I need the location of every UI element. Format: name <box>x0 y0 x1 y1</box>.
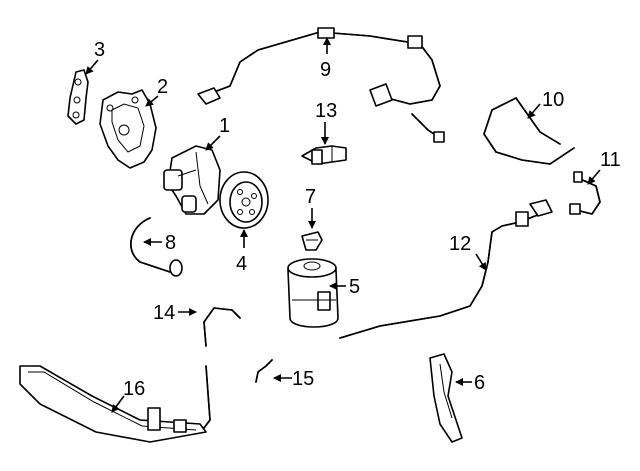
callout-7: 7 <box>305 186 316 229</box>
part-8-hose <box>130 217 183 277</box>
callout-7-label: 7 <box>305 186 316 208</box>
callout-3-label: 3 <box>94 39 105 61</box>
part-5-reservoir <box>287 258 339 328</box>
callout-13: 13 <box>315 100 337 145</box>
part-13-fitting <box>301 145 347 165</box>
callout-6-label: 6 <box>474 372 485 394</box>
callout-4: 4 <box>236 229 248 275</box>
part-12-return-line <box>339 199 553 339</box>
part-11-line <box>569 171 601 215</box>
part-6-bracket <box>429 353 463 443</box>
callout-5-label: 5 <box>349 276 360 298</box>
callout-3: 3 <box>85 39 105 75</box>
callout-15-label: 15 <box>292 368 314 390</box>
part-10-return-hose <box>483 97 575 165</box>
callout-1: 1 <box>205 115 230 151</box>
callout-14-label: 14 <box>153 302 175 324</box>
part-3-gasket <box>67 69 89 125</box>
callout-10-label: 10 <box>542 89 564 111</box>
callout-5: 5 <box>329 276 360 298</box>
callout-12-label: 12 <box>449 233 471 255</box>
callout-11-label: 11 <box>600 149 621 171</box>
callout-4-label: 4 <box>236 253 247 275</box>
callout-13-label: 13 <box>315 100 337 122</box>
callout-15: 15 <box>273 368 314 390</box>
part-15-hose <box>255 359 273 383</box>
part-4-pulley <box>219 171 269 229</box>
part-9-pressure-hose <box>197 27 445 143</box>
callout-1-label: 1 <box>219 115 230 137</box>
callout-9: 9 <box>320 37 331 81</box>
callout-10: 10 <box>527 89 564 119</box>
part-14-hose <box>203 307 241 347</box>
callout-8-label: 8 <box>165 232 176 254</box>
callout-9-label: 9 <box>320 59 331 81</box>
part-2-bracket <box>99 89 157 169</box>
part-1-pump <box>163 145 221 215</box>
callout-6: 6 <box>455 372 485 394</box>
callout-14: 14 <box>153 302 197 324</box>
part-7-cap <box>301 231 323 251</box>
callout-16-label: 16 <box>123 378 145 400</box>
part-16-cooler <box>19 365 211 443</box>
callout-2: 2 <box>145 76 168 107</box>
callout-11: 11 <box>587 149 621 185</box>
callout-16: 16 <box>111 378 145 413</box>
callout-12: 12 <box>449 233 487 271</box>
callout-8: 8 <box>143 232 176 254</box>
callout-2-label: 2 <box>157 76 168 98</box>
